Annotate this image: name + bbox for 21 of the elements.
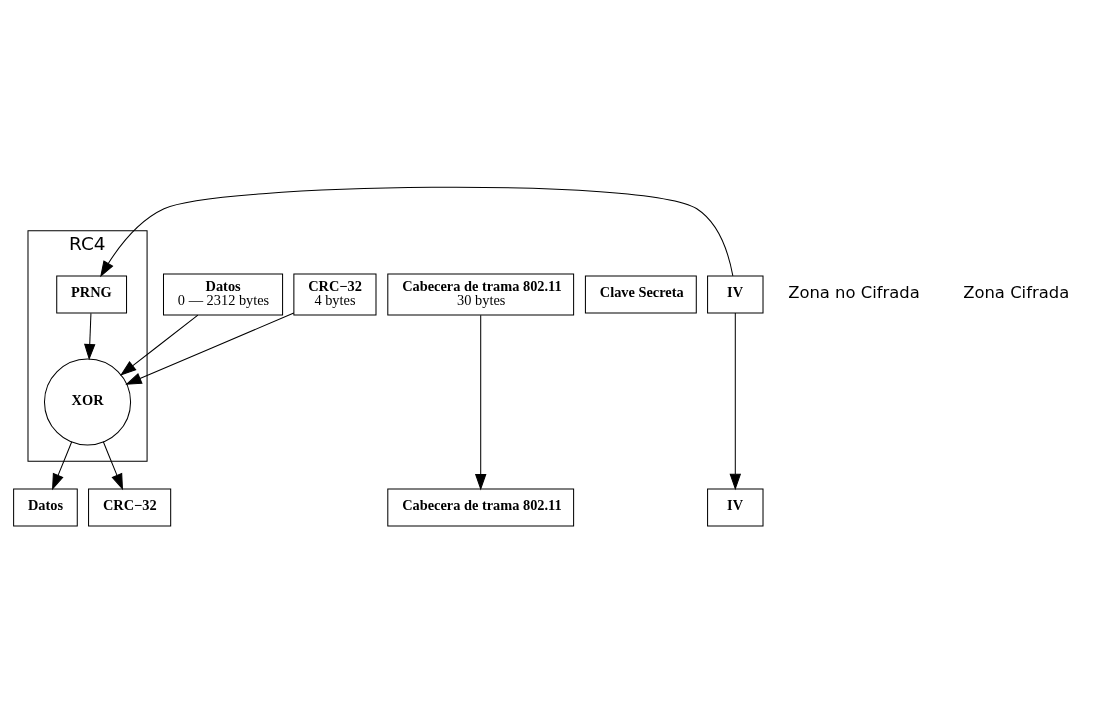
arrow [84,312,96,361]
label: Zona Cifrada [963,283,1070,303]
node-box: IV [707,488,764,527]
node-circle: XOR [43,358,132,446]
node-box: PRNG [56,275,128,314]
node-box: CRC−32 [88,488,172,527]
node-box: CRC−32 4 bytes [293,273,377,316]
arrow [102,441,124,491]
arrow [125,312,295,385]
node-box: Datos [13,488,78,527]
node-box: Cabecera de trama 802.11 30 bytes [387,273,575,316]
node-box: Datos 0 — 2312 bytes [163,273,284,316]
node-box: Cabecera de trama 802.11 [387,488,575,527]
arrow [729,312,742,491]
arrow [100,186,734,278]
arrow [120,314,199,376]
arrow [474,314,487,491]
arrow [52,441,73,491]
label: Zona no Cifrada [788,283,920,303]
node-box: Clave Secreta [584,275,697,314]
node-box: IV [707,275,764,314]
